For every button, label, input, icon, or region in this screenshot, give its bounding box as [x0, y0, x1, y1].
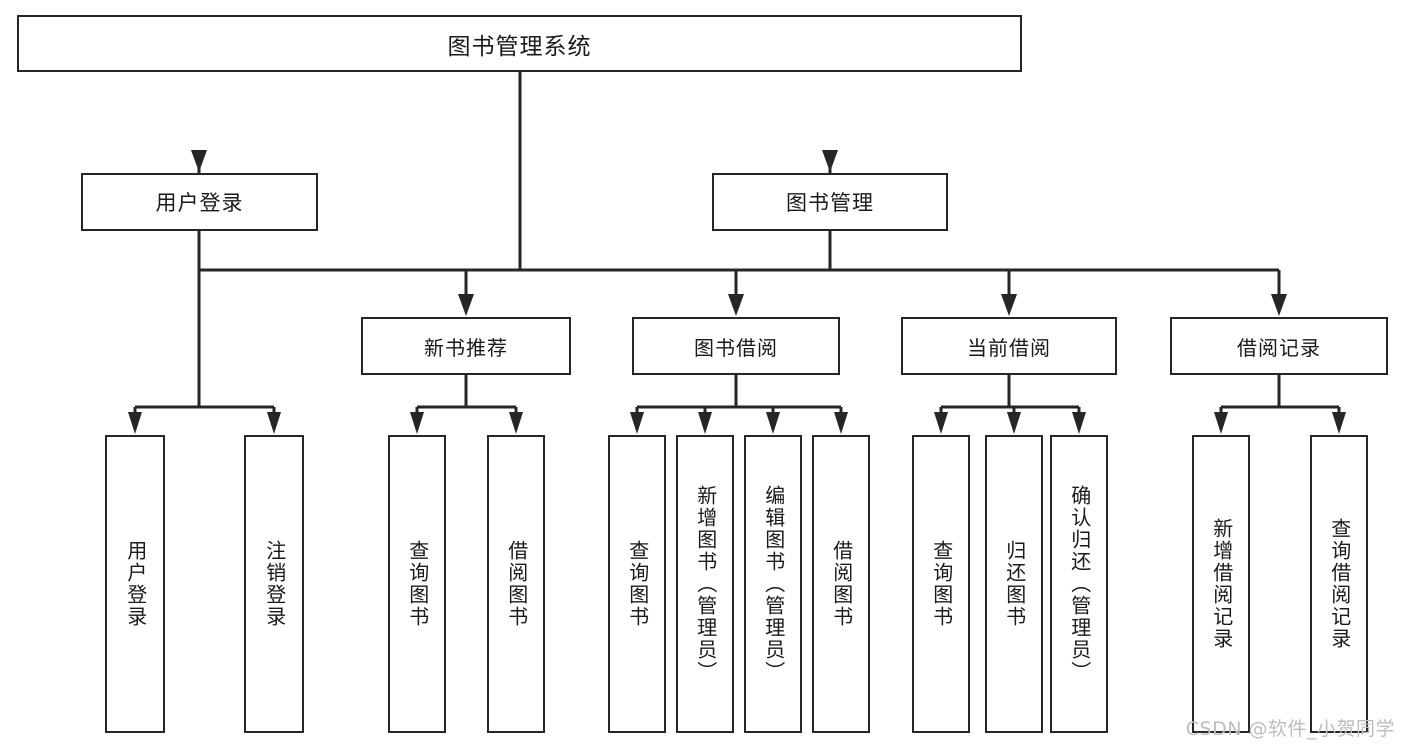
node-user-login-label: 用户登录 — [155, 191, 244, 215]
leaf-borrow-book[interactable]: 借阅图书 — [812, 435, 870, 733]
node-new-book-recommend-label: 新书推荐 — [424, 335, 508, 360]
node-current-borrow[interactable]: 当前借阅 — [901, 317, 1117, 375]
leaf-user-login[interactable]: 用户登录 — [105, 435, 165, 733]
arrowhead-leaf-11 — [1072, 412, 1086, 434]
leaf-confirm-return-admin-label: 确认归还（管理员） — [1067, 485, 1092, 683]
arrowhead-leaf-2 — [267, 412, 281, 434]
leaf-add-book-admin[interactable]: 新增图书（管理员） — [676, 435, 734, 733]
leaf-add-book-admin-label: 新增图书（管理员） — [693, 485, 718, 683]
node-current-borrow-label: 当前借阅 — [967, 335, 1051, 360]
arrowhead-leaf-9 — [934, 412, 948, 434]
leaf-query-book-newbook[interactable]: 查询图书 — [388, 435, 446, 733]
arrowhead-borrow — [728, 294, 744, 316]
leaf-confirm-return-admin[interactable]: 确认归还（管理员） — [1050, 435, 1108, 733]
node-root-system[interactable]: 图书管理系统 — [17, 15, 1022, 72]
leaf-return-book[interactable]: 归还图书 — [985, 435, 1043, 733]
arrowhead-leaf-13 — [1332, 412, 1346, 434]
leaf-edit-book-admin-label: 编辑图书（管理员） — [761, 485, 786, 683]
node-borrow-record[interactable]: 借阅记录 — [1170, 317, 1388, 375]
node-new-book-recommend[interactable]: 新书推荐 — [361, 317, 571, 375]
node-book-management-label: 图书管理 — [786, 191, 874, 215]
node-book-borrow[interactable]: 图书借阅 — [632, 317, 840, 375]
node-book-management[interactable]: 图书管理 — [712, 173, 948, 231]
leaf-query-book-borrow[interactable]: 查询图书 — [608, 435, 666, 733]
leaf-add-borrow-record[interactable]: 新增借阅记录 — [1192, 435, 1250, 733]
arrowhead-user-login — [191, 150, 207, 172]
csdn-watermark: CSDN @软件_小贺同学 — [1185, 718, 1395, 740]
leaf-query-book-current-label: 查询图书 — [929, 540, 954, 628]
leaf-logout[interactable]: 注销登录 — [244, 435, 304, 733]
arrowhead-leaf-8 — [834, 412, 848, 434]
node-root-label: 图书管理系统 — [447, 33, 592, 60]
arrowhead-record — [1271, 294, 1287, 316]
leaf-borrow-book-newbook-label: 借阅图书 — [504, 540, 529, 628]
node-user-login[interactable]: 用户登录 — [81, 173, 318, 231]
arrowhead-newbook — [458, 294, 474, 316]
leaf-user-login-label: 用户登录 — [123, 540, 148, 628]
arrowhead-current — [1001, 294, 1017, 316]
arrowhead-leaf-12 — [1214, 412, 1228, 434]
arrowhead-book-mgmt — [822, 150, 838, 172]
leaf-add-borrow-record-label: 新增借阅记录 — [1209, 518, 1234, 650]
leaf-return-book-label: 归还图书 — [1002, 540, 1027, 628]
arrowhead-leaf-5 — [630, 412, 644, 434]
leaf-edit-book-admin[interactable]: 编辑图书（管理员） — [744, 435, 802, 733]
leaf-query-borrow-record-label: 查询借阅记录 — [1327, 518, 1352, 650]
leaf-query-book-newbook-label: 查询图书 — [405, 540, 430, 628]
arrowhead-leaf-1 — [128, 412, 142, 434]
arrowhead-leaf-4 — [509, 412, 523, 434]
node-borrow-record-label: 借阅记录 — [1237, 335, 1321, 360]
arrowhead-leaf-3 — [410, 412, 424, 434]
leaf-query-borrow-record[interactable]: 查询借阅记录 — [1310, 435, 1368, 733]
leaf-borrow-book-label: 借阅图书 — [829, 540, 854, 628]
node-book-borrow-label: 图书借阅 — [694, 335, 778, 360]
leaf-query-book-current[interactable]: 查询图书 — [912, 435, 970, 733]
leaf-borrow-book-newbook[interactable]: 借阅图书 — [487, 435, 545, 733]
arrowhead-leaf-6 — [698, 412, 712, 434]
leaf-logout-label: 注销登录 — [262, 540, 287, 628]
arrowhead-leaf-7 — [766, 412, 780, 434]
leaf-query-book-borrow-label: 查询图书 — [625, 540, 650, 628]
arrowhead-leaf-10 — [1007, 412, 1021, 434]
